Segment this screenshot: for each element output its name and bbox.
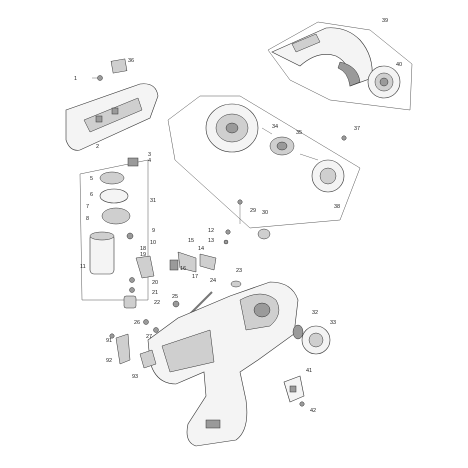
callout-91: 91	[106, 338, 112, 344]
callout-29: 29	[250, 208, 256, 214]
callout-21: 21	[152, 290, 158, 296]
screw-1	[92, 75, 103, 81]
bracket-92	[109, 333, 131, 365]
callout-26: 26	[134, 320, 140, 326]
callout-labels: 1234567891011121314151617181920212223242…	[74, 18, 402, 414]
callout-13: 13	[208, 238, 214, 244]
housing-half-top	[65, 83, 159, 151]
left-group-parts	[89, 157, 155, 293]
callout-24: 24	[210, 278, 216, 284]
callout-33: 33	[330, 320, 336, 326]
callout-11: 11	[80, 264, 86, 270]
callout-9: 9	[152, 228, 155, 234]
plate-36	[110, 58, 128, 74]
callout-39: 39	[382, 18, 388, 24]
gear-35	[269, 136, 295, 156]
frame-left-group	[79, 159, 149, 301]
callout-5: 5	[90, 176, 93, 182]
switch-41	[283, 375, 305, 403]
callout-37: 37	[354, 126, 360, 132]
frame-cover-group	[267, 21, 413, 111]
callout-34: 34	[272, 124, 278, 130]
callout-22: 22	[154, 300, 160, 306]
callout-92: 92	[106, 358, 112, 364]
fan-wheel	[205, 103, 259, 153]
screw-37	[341, 135, 347, 141]
screw-42	[299, 401, 305, 407]
callout-40: 40	[396, 62, 402, 68]
callout-10: 10	[150, 240, 156, 246]
callout-6: 6	[90, 192, 93, 198]
callout-41: 41	[306, 368, 312, 374]
callout-17: 17	[192, 274, 198, 280]
callout-3: 3	[148, 152, 151, 158]
callout-30: 30	[262, 210, 268, 216]
callout-19: 19	[140, 252, 146, 258]
callout-42: 42	[310, 408, 316, 414]
callout-2: 2	[96, 144, 99, 150]
sleeve-93	[139, 349, 157, 369]
callout-25: 25	[172, 294, 178, 300]
callout-36: 36	[128, 58, 134, 64]
callout-93: 93	[132, 374, 138, 380]
ring-32	[292, 324, 304, 340]
callout-38: 38	[334, 204, 340, 210]
callout-32: 32	[312, 310, 318, 316]
callout-16: 16	[180, 266, 186, 272]
gear-33	[301, 325, 331, 355]
callout-8: 8	[86, 216, 89, 222]
callout-14: 14	[198, 246, 204, 252]
callout-31: 31	[150, 198, 156, 204]
main-housing	[147, 281, 299, 447]
gear-38	[311, 159, 345, 193]
central-small-parts	[123, 199, 271, 317]
callout-4: 4	[148, 158, 151, 164]
callout-23: 23	[236, 268, 242, 274]
frame-fan-group	[167, 95, 361, 229]
callout-27: 27	[146, 334, 152, 340]
callout-15: 15	[188, 238, 194, 244]
callout-1: 1	[74, 76, 77, 82]
callout-12: 12	[208, 228, 214, 234]
cover-housing	[271, 27, 373, 87]
parts-26-27	[143, 319, 159, 333]
callout-35: 35	[296, 130, 302, 136]
rotor-cap	[367, 65, 401, 99]
callout-18: 18	[140, 246, 146, 252]
callout-20: 20	[152, 280, 158, 286]
callout-7: 7	[86, 204, 89, 210]
